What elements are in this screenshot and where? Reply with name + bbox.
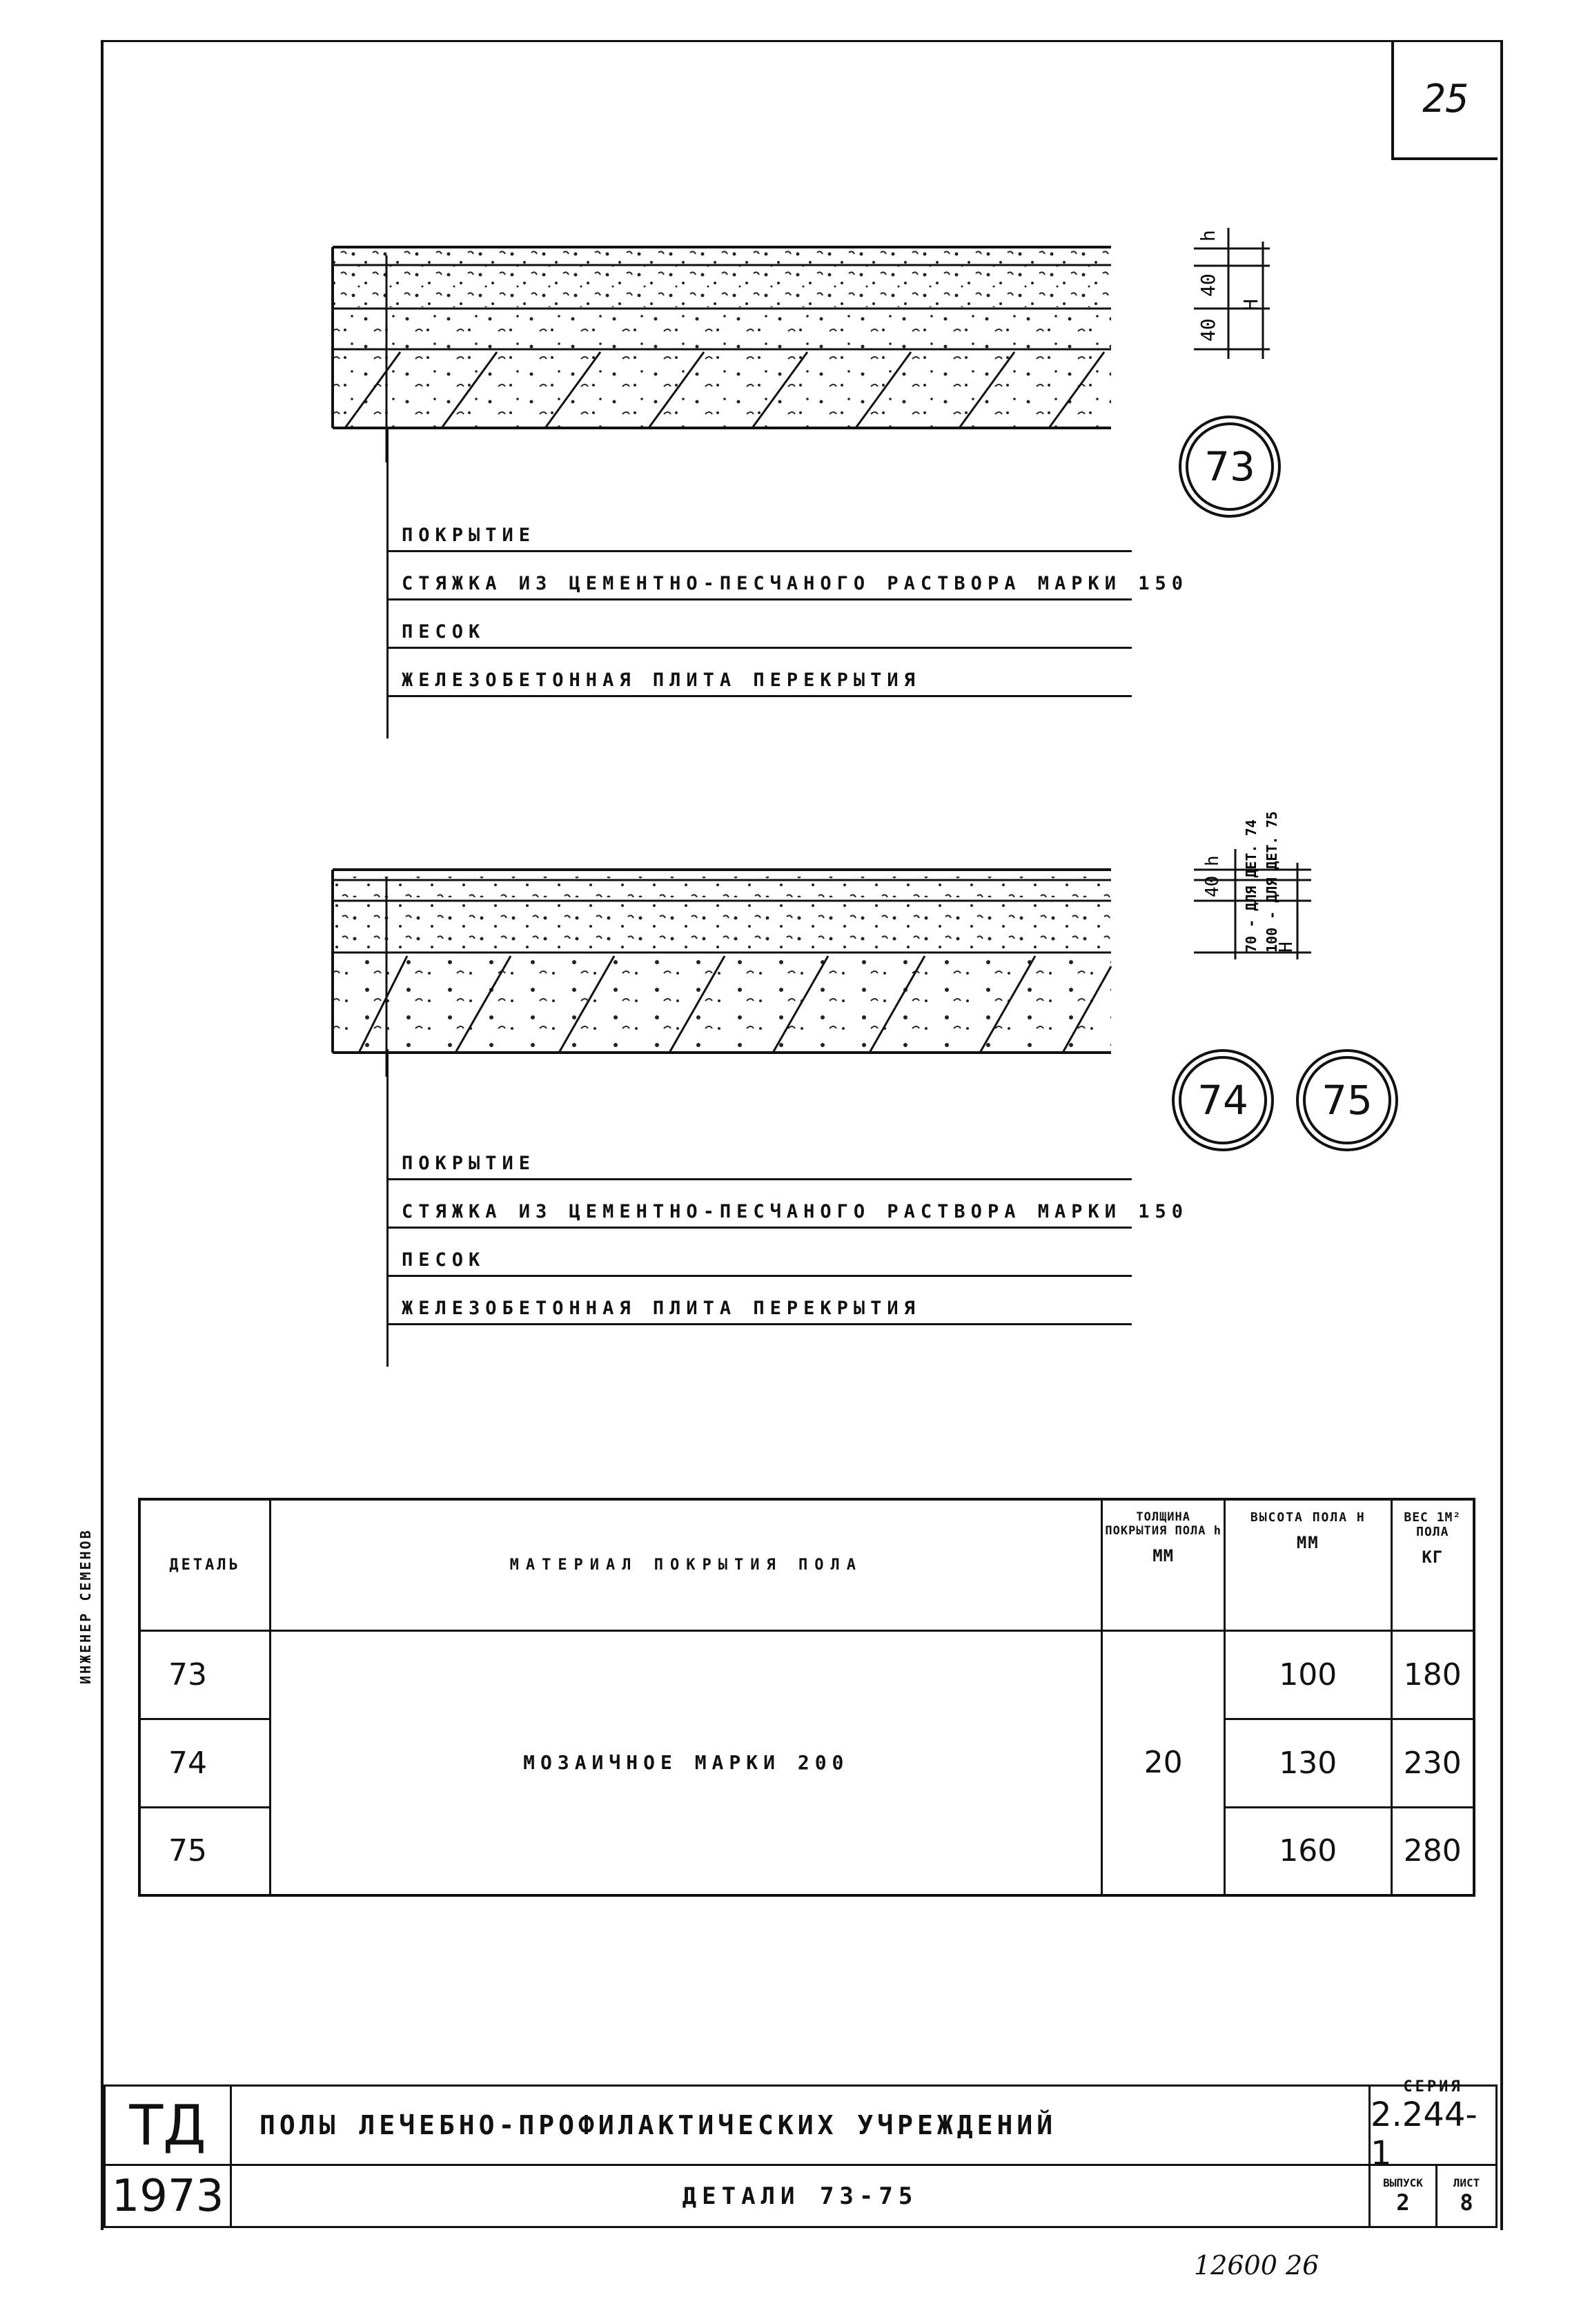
detail-73-layer-list: ПОКРЫТИЕ СТЯЖКА ИЗ ЦЕМЕНТНО-ПЕСЧАНОГО РА… [386,504,1183,697]
sheet-label: ЛИСТ [1453,2176,1480,2189]
sheet-index: 8 [1460,2189,1473,2216]
spec-table: ДЕТАЛЬ МАТЕРИАЛ ПОКРЫТИЯ ПОЛА ТОЛЩИНА ПО… [138,1498,1475,1897]
layer-label: ЖЕЛЕЗОБЕТОННАЯ ПЛИТА ПЕРЕКРЫТИЯ [386,649,1132,697]
archive-number: 12600 26 [1194,2250,1319,2281]
title-block: ТД 1973 ПОЛЫ ЛЕЧЕБНО-ПРОФИЛАКТИЧЕСКИХ УЧ… [104,2078,1498,2228]
dim-73-layer2: 40 [1197,318,1219,342]
header-thickness-unit: ММ [1152,1546,1175,1565]
header-detail: ДЕТАЛЬ [138,1498,272,1632]
header-height-text: ВЫСОТА ПОЛА H [1250,1510,1366,1525]
table-header-row: ДЕТАЛЬ МАТЕРИАЛ ПОКРЫТИЯ ПОЛА ТОЛЩИНА ПО… [138,1498,1475,1632]
header-weight-text: ВЕС 1М² ПОЛА [1404,1510,1462,1539]
layer-label: ПЕСОК [386,600,1132,649]
detail-74-75-section: h 40 70 - ДЛЯ ДЕТ. 74 100 - ДЛЯ ДЕТ. 75 … [331,811,1311,1077]
detail-75-label: 75 [1303,1056,1391,1144]
layer-label: СТЯЖКА ИЗ ЦЕМЕНТНО-ПЕСЧАНОГО РАСТВОРА МА… [386,552,1183,600]
layer-label: СТЯЖКА ИЗ ЦЕМЕНТНО-ПЕСЧАНОГО РАСТВОРА МА… [386,1180,1183,1229]
series-number: 2.244-1 [1371,2095,1478,2173]
header-material: МАТЕРИАЛ ПОКРЫТИЯ ПОЛА [269,1498,1103,1632]
dim-75-sand: 100 - ДЛЯ ДЕТ. 75 [1264,811,1280,953]
table-row: 74 130 230 [138,1717,1475,1808]
series-label: СЕРИЯ [1403,2078,1463,2096]
dim-73-total: H [1239,299,1262,311]
cell-material: МОЗАИЧНОЕ МАРКИ 200 [269,1629,1103,1897]
layer-label: ПОКРЫТИЕ [386,1132,1132,1180]
cell-thickness: 20 [1101,1629,1226,1897]
org-code: ТД [104,2084,232,2166]
sheet-number: 25 [1391,40,1498,160]
detail-74-75-layer-list: ПОКРЫТИЕ СТЯЖКА ИЗ ЦЕМЕНТНО-ПЕСЧАНОГО РА… [386,1132,1183,1325]
table-row: 75 160 280 [138,1806,1475,1897]
header-height-unit: ММ [1296,1533,1319,1552]
cell-height: 160 [1224,1806,1393,1897]
dim-73-h: h [1197,230,1219,242]
cell-height: 100 [1224,1629,1393,1720]
dim-74-sand: 70 - ДЛЯ ДЕТ. 74 [1243,819,1259,953]
header-thickness-text: ТОЛЩИНА ПОКРЫТИЯ ПОЛА h [1105,1510,1221,1538]
drawing-frame [101,40,1503,2230]
series-box: СЕРИЯ 2.244-1 [1368,2078,1498,2173]
issue-number: 2 [1396,2189,1410,2216]
header-weight: ВЕС 1М² ПОЛА КГ [1390,1498,1475,1632]
header-weight-unit: КГ [1422,1547,1444,1567]
drawing-subtitle: ДЕТАЛИ 73-75 [230,2164,1371,2228]
issue-label: ВЫПУСК [1383,2176,1423,2189]
dim-74-layer1: 40 [1202,876,1223,897]
leader-line-74-75 [386,1049,389,1367]
sheet-box: ЛИСТ 8 [1435,2164,1498,2228]
cell-weight: 230 [1390,1717,1475,1808]
year: 1973 [104,2164,232,2228]
layer-label: ПОКРЫТИЕ [386,504,1132,552]
cell-detail: 74 [138,1717,272,1808]
drawing-title: ПОЛЫ ЛЕЧЕБНО-ПРОФИЛАКТИЧЕСКИХ УЧРЕЖДЕНИЙ [230,2084,1371,2166]
table-row: 73 МОЗАИЧНОЕ МАРКИ 200 20 100 180 [138,1629,1475,1897]
header-height: ВЫСОТА ПОЛА H ММ [1224,1498,1393,1632]
header-thickness: ТОЛЩИНА ПОКРЫТИЯ ПОЛА h ММ [1101,1498,1226,1632]
dim-73-layer1: 40 [1197,273,1219,297]
dim-74-total: H [1276,941,1297,953]
cell-detail: 75 [138,1806,272,1897]
margin-signature: ИНЖЕНЕР СЕМЕНОВ [77,1528,94,1684]
dim-74-h: h [1202,855,1223,866]
cell-height: 130 [1224,1717,1393,1808]
cell-detail: 73 [138,1629,272,1720]
detail-73-section: h 40 40 H [331,228,1270,462]
issue-box: ВЫПУСК 2 [1368,2164,1437,2228]
cell-weight: 280 [1390,1806,1475,1897]
layer-label: ЖЕЛЕЗОБЕТОННАЯ ПЛИТА ПЕРЕКРЫТИЯ [386,1277,1132,1325]
detail-74-label: 74 [1179,1056,1267,1144]
layer-label: ПЕСОК [386,1229,1132,1277]
cell-weight: 180 [1390,1629,1475,1720]
leader-line-73 [386,428,389,739]
detail-73-label: 73 [1186,422,1274,511]
